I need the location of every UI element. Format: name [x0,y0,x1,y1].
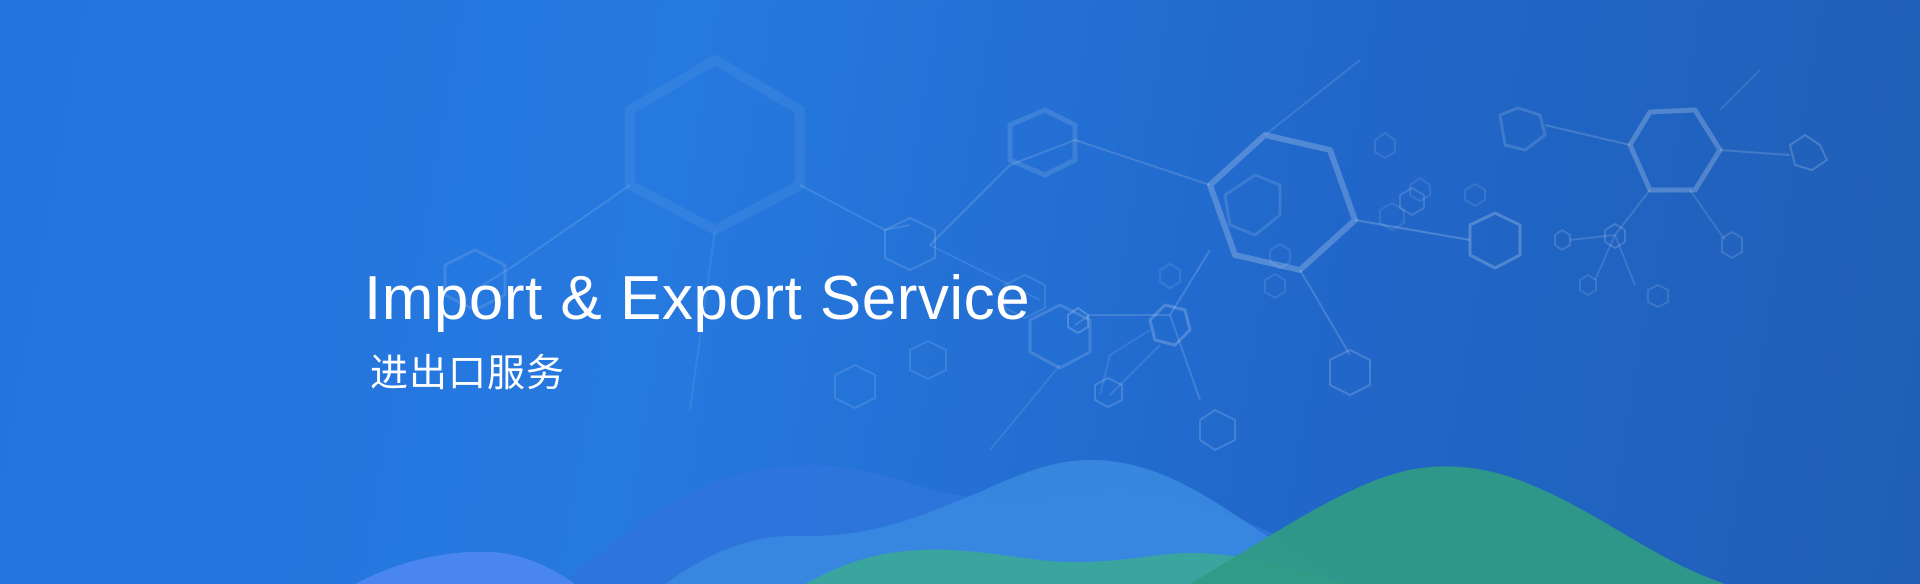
banner-subtitle: 进出口服务 [370,351,566,395]
banner-title: Import & Export Service [364,264,1031,333]
